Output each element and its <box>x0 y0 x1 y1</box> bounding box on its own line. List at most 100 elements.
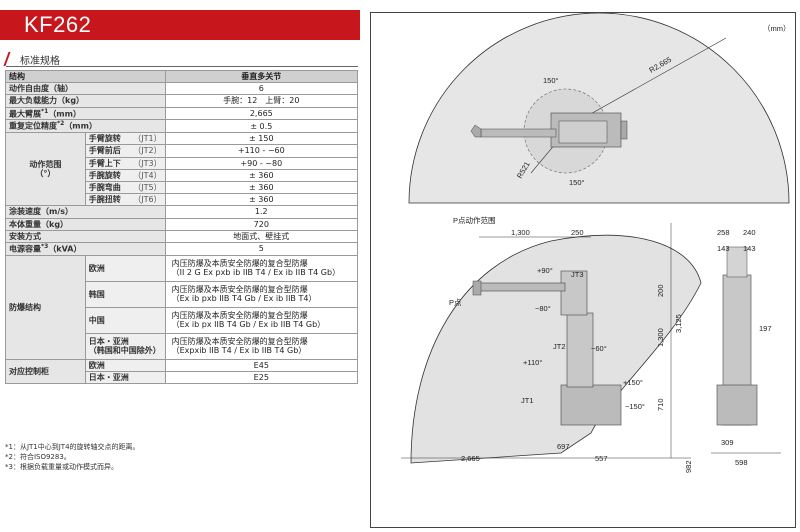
row-value: 垂直多关节 <box>164 69 359 84</box>
row-value: 2,665 <box>164 106 359 121</box>
table-row: 日本・亚洲（韩国和中国除外） 内压防爆及本质安全防爆的复合型防爆（Expxib … <box>6 332 359 360</box>
angle-label: 150° <box>569 178 585 187</box>
dim-label: 697 <box>557 442 570 451</box>
region-label: 日本・亚洲（韩国和中国除外） <box>84 332 166 360</box>
robot-flange-top <box>620 120 628 140</box>
table-row: 涂装速度（m/s） 1.2 <box>5 205 359 219</box>
front-view: 258 240 143 143 197 309 598 <box>711 228 781 467</box>
table-row: 动作自由度（轴） 6 <box>5 82 359 96</box>
row-label: 结构 <box>5 69 166 84</box>
joint-id: （JT4） <box>133 170 162 180</box>
footnotes: *1：从JT1中心到JT4的旋转轴交点的距离。 *2：符合ISO9283。 *3… <box>5 442 140 472</box>
row-label: 重复定位精度*2（mm） <box>5 119 166 134</box>
region-note: （韩国和中国除外） <box>88 346 161 356</box>
joint-id: （JT1） <box>133 134 162 144</box>
sub-label: 手臂旋转（JT1） <box>84 132 166 146</box>
dim-label: 598 <box>735 458 748 467</box>
table-row: 防爆结构 欧洲 内压防爆及本质安全防爆的复合型防爆（II 2 G Ex pxb … <box>5 254 359 360</box>
row-value: 5 <box>164 241 359 256</box>
robot-base-side <box>560 384 622 426</box>
spec-table: 结构 垂直多关节 动作自由度（轴） 6 最大负载能力（kg） 手腕：12 上臂：… <box>5 69 359 385</box>
footnote: *1：从JT1中心到JT4的旋转轴交点的距离。 <box>5 443 140 451</box>
joint-id: （JT3） <box>133 158 162 168</box>
row-value: 1.2 <box>164 205 359 219</box>
table-row: 最大负载能力（kg） 手腕：12 上臂：20 <box>5 94 359 108</box>
angle-label: −80° <box>535 304 551 313</box>
table-row: 中国 内压防爆及本质安全防爆的复合型防爆（Ex ib px IIB T4 Gb … <box>6 306 359 334</box>
row-value: ± 360 <box>164 180 359 195</box>
table-row: 电源容量*3（kVA） 5 <box>5 241 359 256</box>
robot-drawing-svg: （mm） R2,665 R521 150° 150° P点动作范围 P点 <box>401 13 791 473</box>
region-label: 欧洲 <box>84 254 166 282</box>
row-label: 安装方式 <box>5 229 166 243</box>
spec-line: （Expxib IIB T4 / Ex ib IIB T4 Gb） <box>171 346 307 356</box>
table-row: 手腕扭转（JT6） ± 360 <box>6 193 359 207</box>
dim-label: 710 <box>656 398 665 411</box>
joint-name: 手臂前后 <box>88 146 121 156</box>
row-label: 动作自由度（轴） <box>5 82 166 96</box>
table-row: 对应控制柜 欧洲 E45 <box>5 358 359 385</box>
angle-label: 150° <box>543 76 559 85</box>
dim-label: 240 <box>743 228 756 237</box>
p-point-envelope <box>410 234 702 464</box>
row-label: 电源容量*3（kVA） <box>5 241 166 256</box>
table-row: 韩国 内压防爆及本质安全防爆的复合型防爆（Ex ib pxb IIB T4 Gb… <box>6 280 359 308</box>
row-value: 手腕：12 上臂：20 <box>164 94 359 108</box>
radius-line <box>570 37 727 126</box>
dim-label: 557 <box>595 454 608 463</box>
label-text: 最大臂展 <box>9 109 41 119</box>
top-view: R2,665 R521 150° 150° <box>408 13 790 204</box>
table-row: 手臂上下（JT3） +90 - −80 <box>6 156 359 170</box>
row-value: E25 <box>164 370 359 385</box>
row-label: 最大臂展*1（mm） <box>5 106 166 121</box>
table-row: 最大臂展*1（mm） 2,665 <box>5 106 359 121</box>
angle-label: +110° <box>523 358 542 367</box>
dim-label: 258 <box>717 228 730 237</box>
p-range-label: P点动作范围 <box>453 215 496 225</box>
robot-wrist-side <box>472 280 482 296</box>
joint-name: 手腕旋转 <box>88 170 121 180</box>
spec-line: 内压防爆及本质安全防爆的复合型防爆 <box>171 285 308 295</box>
spec-line: 内压防爆及本质安全防爆的复合型防爆 <box>171 259 308 269</box>
footnote: *3：根据负载重量或动作模式而异。 <box>5 463 118 471</box>
spec-line: （II 2 G Ex pxb ib IIB T4 / Ex ib IIB T4 … <box>171 268 341 278</box>
unit-text: （°） <box>35 169 56 179</box>
row-label: 涂装速度（m/s） <box>5 205 166 219</box>
region-label: 日本・亚洲 <box>84 370 166 385</box>
row-value: 6 <box>164 82 359 96</box>
unit-label: （mm） <box>763 24 791 33</box>
spec-line: 内压防爆及本质安全防爆的复合型防爆 <box>171 311 308 321</box>
joint-id: （JT6） <box>133 195 162 205</box>
sub-label: 手腕弯曲（JT5） <box>84 180 166 195</box>
dim-label: 2,665 <box>461 454 480 463</box>
label-text: 重复定位精度 <box>9 122 57 132</box>
range-label: 动作范围 （°） <box>5 132 86 207</box>
table-row: 手臂前后（JT2） +110 - −60 <box>6 144 359 158</box>
joint-label: JT2 <box>553 342 566 351</box>
robot-lower-arm <box>566 312 594 388</box>
sub-label: 手臂上下（JT3） <box>84 156 166 170</box>
p-point-label: P点 <box>449 298 462 307</box>
angle-label: −60° <box>591 344 607 353</box>
robot-front-head <box>726 246 748 278</box>
dim-label: 143 <box>743 244 756 253</box>
table-row: 重复定位精度*2（mm） ± 0.5 <box>5 119 359 134</box>
page-title: KF262 <box>24 12 92 37</box>
joint-name: 手腕扭转 <box>88 195 121 205</box>
dim-label: 3,125 <box>674 314 683 333</box>
angle-label: −150° <box>625 402 645 411</box>
row-value: 内压防爆及本质安全防爆的复合型防爆（Ex ib pxb IIB T4 Gb / … <box>164 280 359 308</box>
label-text: 电源容量 <box>9 244 41 254</box>
robot-wrist-top <box>470 124 482 138</box>
dim-label: 250 <box>571 228 584 237</box>
section-label-text: 标准规格 <box>20 55 60 67</box>
region-name: 日本・亚洲 <box>88 337 129 347</box>
dim-label: 1,300 <box>511 228 530 237</box>
robot-upper-body <box>560 270 588 316</box>
unit-text: （mm） <box>64 122 97 132</box>
section-rule <box>6 66 358 67</box>
robot-forearm <box>478 282 566 292</box>
row-value: 内压防爆及本质安全防爆的复合型防爆（II 2 G Ex pxb ib IIB T… <box>164 254 359 282</box>
dimension-drawing: （mm） R2,665 R521 150° 150° P点动作范围 P点 <box>370 12 796 528</box>
table-row: 动作范围 （°） 手臂旋转（JT1） ± 150 <box>5 132 359 207</box>
